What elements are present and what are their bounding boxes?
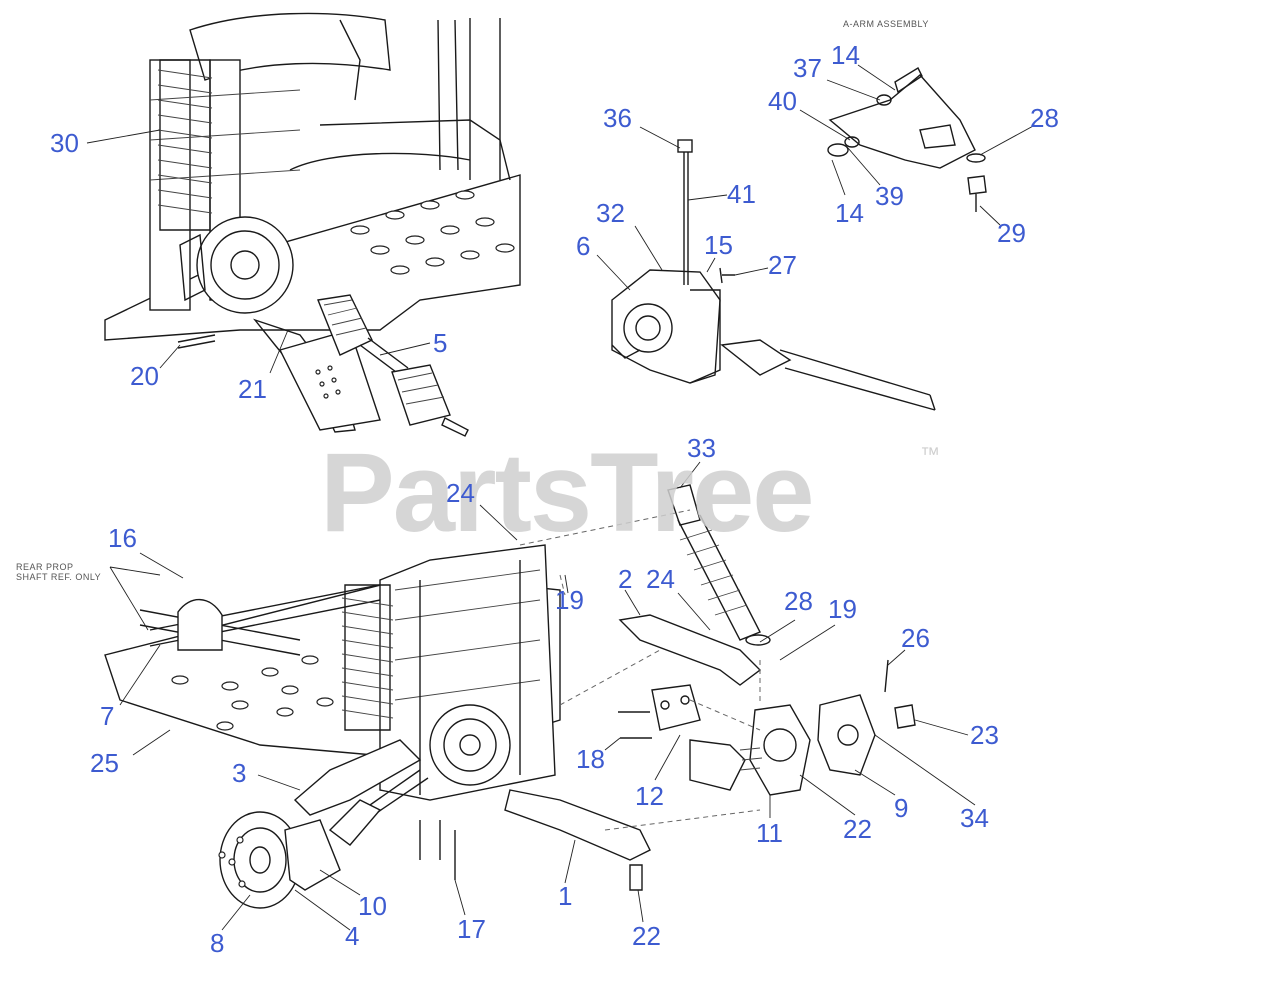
callout-leaders <box>86 64 1036 931</box>
callout-28-bottom[interactable]: 28 <box>784 586 813 616</box>
a-arm-assembly-note: A-ARM ASSEMBLY <box>843 19 929 29</box>
callout-26[interactable]: 26 <box>901 623 930 653</box>
callout-1[interactable]: 1 <box>558 881 573 911</box>
callout-2[interactable]: 2 <box>618 564 633 594</box>
callout-21[interactable]: 21 <box>238 374 267 404</box>
a-arm-assembly <box>827 67 987 212</box>
callout-10[interactable]: 10 <box>358 891 387 921</box>
callout-37[interactable]: 37 <box>793 53 822 83</box>
callout-4[interactable]: 4 <box>345 921 360 951</box>
callout-16[interactable]: 16 <box>108 523 137 553</box>
callout-22-right[interactable]: 22 <box>843 814 872 844</box>
front-chassis-assembly <box>104 12 521 437</box>
callout-14-top[interactable]: 14 <box>831 40 860 70</box>
front-differential-assembly <box>611 139 936 411</box>
callout-12[interactable]: 12 <box>635 781 664 811</box>
callout-20[interactable]: 20 <box>130 361 159 391</box>
callout-36[interactable]: 36 <box>603 103 632 133</box>
rear-prop-note-line2: SHAFT REF. ONLY <box>16 572 102 582</box>
callout-33[interactable]: 33 <box>687 433 716 463</box>
callout-39[interactable]: 39 <box>875 181 904 211</box>
callout-3[interactable]: 3 <box>232 758 247 788</box>
callout-30[interactable]: 30 <box>50 128 79 158</box>
callout-41[interactable]: 41 <box>727 179 756 209</box>
callout-7[interactable]: 7 <box>100 701 115 731</box>
callout-19-right[interactable]: 19 <box>828 594 857 624</box>
rear-prop-note-line1: REAR PROP <box>16 562 74 572</box>
callout-18[interactable]: 18 <box>576 744 605 774</box>
callout-19-left[interactable]: 19 <box>555 585 584 615</box>
callout-29[interactable]: 29 <box>997 218 1026 248</box>
callout-22-bottom[interactable]: 22 <box>632 921 661 951</box>
callout-15[interactable]: 15 <box>704 230 733 260</box>
callout-24-left[interactable]: 24 <box>446 478 475 508</box>
partstree-watermark: PartsTree <box>320 430 815 555</box>
callout-23[interactable]: 23 <box>970 720 999 750</box>
callout-9[interactable]: 9 <box>894 793 909 823</box>
callout-24-right[interactable]: 24 <box>646 564 675 594</box>
callout-8[interactable]: 8 <box>210 928 225 958</box>
callout-32[interactable]: 32 <box>596 198 625 228</box>
callout-28-top[interactable]: 28 <box>1030 103 1059 133</box>
callout-17[interactable]: 17 <box>457 914 486 944</box>
callout-25[interactable]: 25 <box>90 748 119 778</box>
callout-14-bottom[interactable]: 14 <box>835 198 864 228</box>
callout-11[interactable]: 11 <box>756 818 783 848</box>
trademark-symbol: ™ <box>920 444 940 466</box>
callout-5[interactable]: 5 <box>433 328 448 358</box>
callout-34[interactable]: 34 <box>960 803 989 833</box>
callout-27[interactable]: 27 <box>768 250 797 280</box>
callout-40[interactable]: 40 <box>768 86 797 116</box>
callout-6[interactable]: 6 <box>576 231 591 261</box>
front-suspension-exploded <box>104 484 916 909</box>
